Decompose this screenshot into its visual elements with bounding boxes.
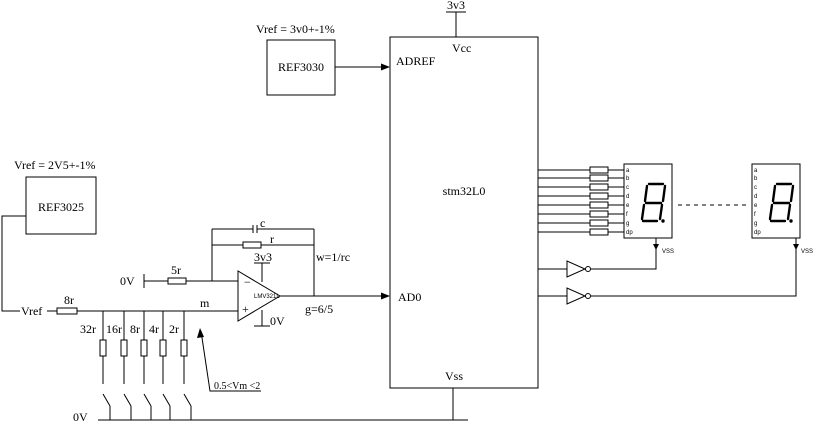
- disp2-seg-a: a: [754, 168, 758, 174]
- mcu-body: [389, 36, 539, 389]
- mcu-label: stm32L0: [443, 184, 486, 198]
- disp2-seg-d: d: [754, 194, 757, 200]
- ref3025-block: Vref = 2V5+-1% REF3025 Vref: [1, 158, 97, 318]
- resistor-ladder: 32r 16r 8r 4r 2r 0V: [73, 322, 468, 424]
- disp2-seg-f: f: [754, 212, 756, 218]
- resistor-8r-label: 8r: [64, 293, 74, 307]
- seven-segment-display-2: a b c d e f g dp VSS: [751, 163, 813, 255]
- digit-buffer-1: [538, 238, 657, 278]
- disp2-seg-g: g: [754, 221, 757, 227]
- ladder-32r-label: 32r: [80, 322, 96, 336]
- ladder-4r-label: 4r: [149, 322, 159, 336]
- vm-annotation: 0.5<Vm <2: [197, 328, 261, 392]
- digit-buffer-2: [538, 238, 797, 305]
- vss-disp2-label: VSS: [801, 249, 813, 255]
- disp2-seg-dp: dp: [754, 230, 761, 236]
- opamp-label: LMV321L: [254, 294, 280, 300]
- disp1-seg-g: g: [626, 221, 629, 227]
- ref3030-label: REF3030: [278, 60, 324, 74]
- node-m-label: m: [200, 296, 210, 310]
- ref3030-box: [266, 39, 336, 96]
- omega-label: w=1/rc: [316, 250, 350, 264]
- ref3025-label: REF3025: [38, 200, 84, 214]
- ladder-2r-label: 2r: [169, 322, 179, 336]
- resistor-r-label: r: [270, 232, 274, 246]
- vref-top-label: Vref = 3v0+-1%: [256, 22, 335, 36]
- disp1-seg-a: a: [626, 168, 630, 174]
- vref-net-label: Vref: [21, 304, 42, 318]
- gain-label: g=6/5: [305, 302, 333, 316]
- opamp-minus-label: −: [244, 275, 251, 289]
- ref3025-box: [25, 176, 97, 235]
- ad0-arrow: [381, 292, 390, 300]
- resistor-5r: [167, 277, 187, 285]
- ladder-switches: [102, 356, 192, 420]
- seven-segment-display-1: a b c d e f g dp VSS: [623, 163, 674, 255]
- disp1-seg-e: e: [626, 203, 630, 209]
- ladder-resistor-16r: [120, 339, 128, 357]
- disp2-seg-b: b: [754, 176, 758, 182]
- adref-arrow: [381, 63, 390, 71]
- ladder-resistor-4r: [159, 339, 167, 357]
- digit-glyph-1: [640, 182, 667, 223]
- adref-pin-label: ADREF: [396, 54, 436, 68]
- display-bus: [538, 166, 624, 236]
- opamp-supply-label: 3v3: [254, 250, 272, 264]
- ad0-pin-label: AD0: [398, 290, 421, 304]
- mcu-block: stm32L0 Vcc 3v3 ADREF AD0 Vss: [389, 0, 539, 420]
- ladder-resistor-8r: [140, 339, 148, 357]
- vss-disp1-label: VSS: [662, 249, 674, 255]
- vref-left-label: Vref = 2V5+-1%: [14, 158, 95, 172]
- disp1-seg-b: b: [626, 176, 630, 182]
- vm-range-label: 0.5<Vm <2: [214, 381, 260, 392]
- opamp-stage: − + LMV321L 3v3 0V 0V 5r c r w=1/rc g=6: [120, 216, 390, 328]
- ladder-resistor-2r: [180, 339, 188, 357]
- ground-label: 0V: [73, 410, 88, 424]
- disp2-seg-e: e: [754, 203, 758, 209]
- capacitor-label: c: [260, 216, 265, 230]
- ladder-16r-label: 16r: [106, 322, 122, 336]
- supply-top-label: 3v3: [447, 0, 465, 12]
- vcc-label: Vcc: [452, 41, 471, 55]
- disp1-seg-dp: dp: [626, 230, 633, 236]
- vss-mcu-label: Vss: [445, 369, 463, 383]
- ref3030-block: Vref = 3v0+-1% REF3030: [256, 22, 390, 96]
- opamp-ground-label: 0V: [270, 314, 285, 328]
- disp1-seg-f: f: [626, 212, 628, 218]
- ladder-resistor-32r: [99, 339, 107, 357]
- disp1-seg-d: d: [626, 194, 629, 200]
- disp1-seg-c: c: [626, 185, 629, 191]
- disp2-seg-c: c: [754, 185, 757, 191]
- digit-glyph-2: [768, 182, 795, 223]
- opamp-plus-label: +: [242, 302, 249, 316]
- resistor-8r: [56, 307, 78, 315]
- opamp-symbol: [237, 270, 281, 322]
- ladder-8r-label: 8r: [130, 322, 140, 336]
- resistor-5r-label: 5r: [171, 263, 181, 277]
- resistor-r: [242, 241, 262, 249]
- input-network: 8r m: [47, 293, 238, 346]
- zero-v-input-label: 0V: [120, 274, 135, 288]
